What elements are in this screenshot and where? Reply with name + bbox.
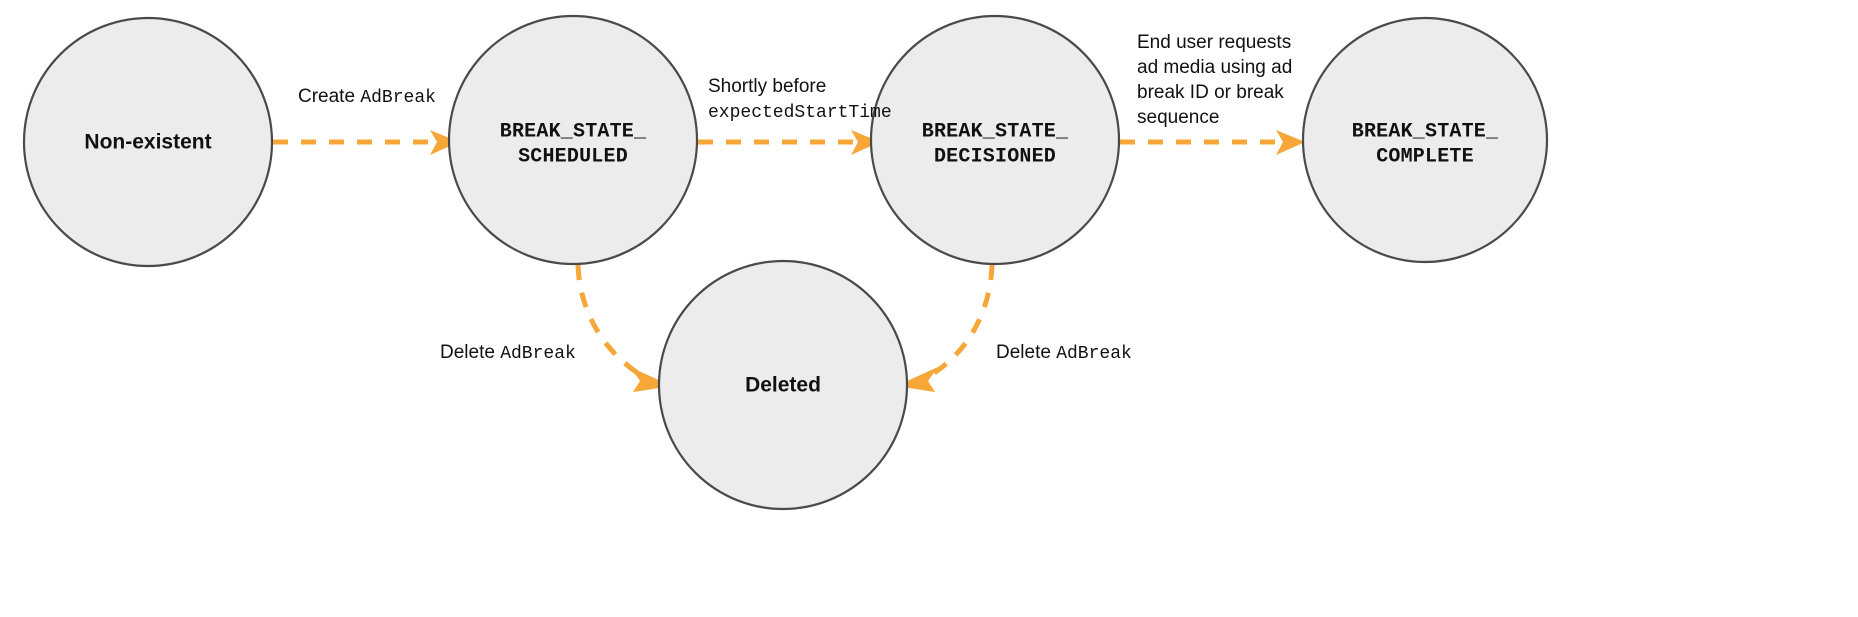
node-label-deleted: Deleted xyxy=(745,374,821,397)
edge-label-run: Shortly before xyxy=(708,76,827,97)
node-label-break-state-decisioned-line1: BREAK_STATE_ xyxy=(922,120,1069,143)
node-non-existent[interactable]: Non-existent xyxy=(22,16,274,268)
edge-label-line: End user requests xyxy=(1137,30,1292,55)
node-break-state-complete[interactable]: BREAK_STATE_ COMPLETE xyxy=(1301,16,1549,264)
node-label-break-state-complete-line1: BREAK_STATE_ xyxy=(1352,120,1499,143)
edge-label-line: Delete AdBreak xyxy=(996,340,1132,367)
node-shape xyxy=(1301,16,1549,264)
edge-label-run: Delete xyxy=(996,342,1057,363)
edge-label-line: expectedStartTime xyxy=(708,99,892,126)
edge-label-line: Create AdBreak xyxy=(298,84,436,111)
node-break-state-scheduled[interactable]: BREAK_STATE_ SCHEDULED xyxy=(447,14,699,266)
edge-label-line: sequence xyxy=(1137,105,1292,130)
edge-label-line: Shortly before xyxy=(708,74,892,99)
arrowhead-icon xyxy=(851,130,880,155)
node-label-break-state-scheduled-line1: BREAK_STATE_ xyxy=(500,120,647,143)
edge-label-line: Delete AdBreak xyxy=(440,340,576,367)
node-shape xyxy=(447,14,699,266)
edge-label-run: Create xyxy=(298,86,361,107)
edge-line xyxy=(575,264,657,386)
arrowhead-icon xyxy=(430,130,459,155)
node-shape xyxy=(657,259,909,511)
edge-label-run: sequence xyxy=(1137,107,1220,128)
node-label-break-state-decisioned-line2: DECISIONED xyxy=(934,145,1056,168)
edge-label-run: ad media using ad xyxy=(1137,57,1293,78)
edge-label-line: break ID or break xyxy=(1137,80,1292,105)
arrowhead-icon xyxy=(1276,130,1305,155)
node-deleted[interactable]: Deleted xyxy=(657,259,909,511)
edge-label-delete-adbreak-from-decisioned: Delete AdBreak xyxy=(996,340,1132,367)
edge-label-run: AdBreak xyxy=(500,344,576,364)
node-shape xyxy=(869,14,1121,266)
edge-delete-adbreak-from-scheduled[interactable] xyxy=(575,264,672,392)
edge-end-user-requests-ad-media[interactable] xyxy=(1120,130,1305,155)
edge-shortly-before-expected-start-time[interactable] xyxy=(698,130,880,155)
edge-label-run: AdBreak xyxy=(1056,344,1132,364)
node-shape xyxy=(22,16,274,268)
edge-line xyxy=(914,264,995,386)
node-label-break-state-scheduled-line2: SCHEDULED xyxy=(518,145,628,168)
edge-label-run: expectedStartTime xyxy=(708,103,892,123)
node-label-break-state-complete-line2: COMPLETE xyxy=(1376,145,1474,168)
edge-label-shortly-before-expected-start-time: Shortly before expectedStartTime xyxy=(708,74,892,126)
node-label-non-existent: Non-existent xyxy=(84,131,211,154)
edge-label-run: Delete xyxy=(440,342,501,363)
edge-create-adbreak[interactable] xyxy=(273,130,459,155)
edge-label-create-adbreak: Create AdBreak xyxy=(298,84,436,111)
edge-label-run: break ID or break xyxy=(1137,82,1284,103)
edge-label-line: ad media using ad xyxy=(1137,55,1292,80)
edge-delete-adbreak-from-decisioned[interactable] xyxy=(896,264,995,392)
node-break-state-decisioned[interactable]: BREAK_STATE_ DECISIONED xyxy=(869,14,1121,266)
edge-label-run: AdBreak xyxy=(360,88,436,108)
edge-label-delete-adbreak-from-scheduled: Delete AdBreak xyxy=(440,340,576,367)
edge-label-run: End user requests xyxy=(1137,32,1292,53)
edge-label-end-user-requests-ad-media: End user requests ad media using ad break … xyxy=(1137,30,1292,130)
